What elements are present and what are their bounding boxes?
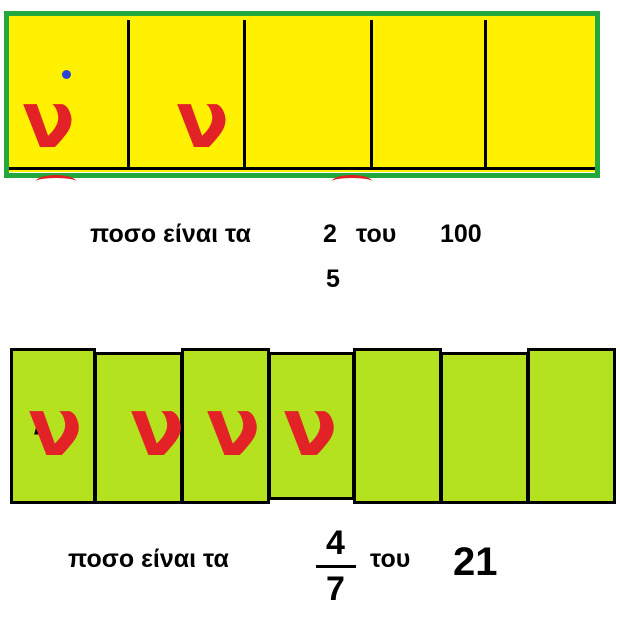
question-2-whole: 21 <box>453 540 498 584</box>
yellow-strip <box>9 16 595 172</box>
brace-mark <box>36 175 76 188</box>
check-mark: ν <box>176 76 230 166</box>
question-2-denominator: 7 <box>326 570 345 608</box>
fraction-bar <box>316 565 356 568</box>
strip-divider <box>243 20 246 170</box>
yellow-strip-frame <box>4 11 600 178</box>
green-strip-cell <box>181 348 270 504</box>
question-2-numerator: 4 <box>326 524 345 562</box>
question-1-of: του <box>356 220 397 248</box>
green-strip-cell <box>440 352 529 504</box>
stray-comma: , <box>32 393 48 439</box>
question-1-text: ποσο είναι τα <box>90 220 251 248</box>
strip-divider <box>484 20 487 170</box>
check-mark: ν <box>206 381 261 474</box>
check-mark: ν <box>283 381 338 474</box>
strip-divider <box>370 20 373 170</box>
check-mark: ν <box>130 381 185 474</box>
check-mark: ν <box>22 76 76 166</box>
question-1-whole: 100 <box>440 220 482 248</box>
green-strip-cell <box>527 348 616 504</box>
question-2-text: ποσο είναι τα <box>68 545 229 573</box>
strip-divider <box>127 20 130 170</box>
brace-mark <box>332 175 372 188</box>
green-strip-cell <box>353 348 442 504</box>
blue-dot <box>62 70 71 79</box>
question-1-numerator: 2 <box>323 220 337 248</box>
green-strip-cell <box>10 348 96 504</box>
question-2-of: του <box>370 545 411 573</box>
check-mark: ν <box>28 381 83 474</box>
green-strip-cell <box>268 352 355 500</box>
question-1-denominator: 5 <box>326 265 340 293</box>
yellow-strip-baseline <box>9 167 595 170</box>
